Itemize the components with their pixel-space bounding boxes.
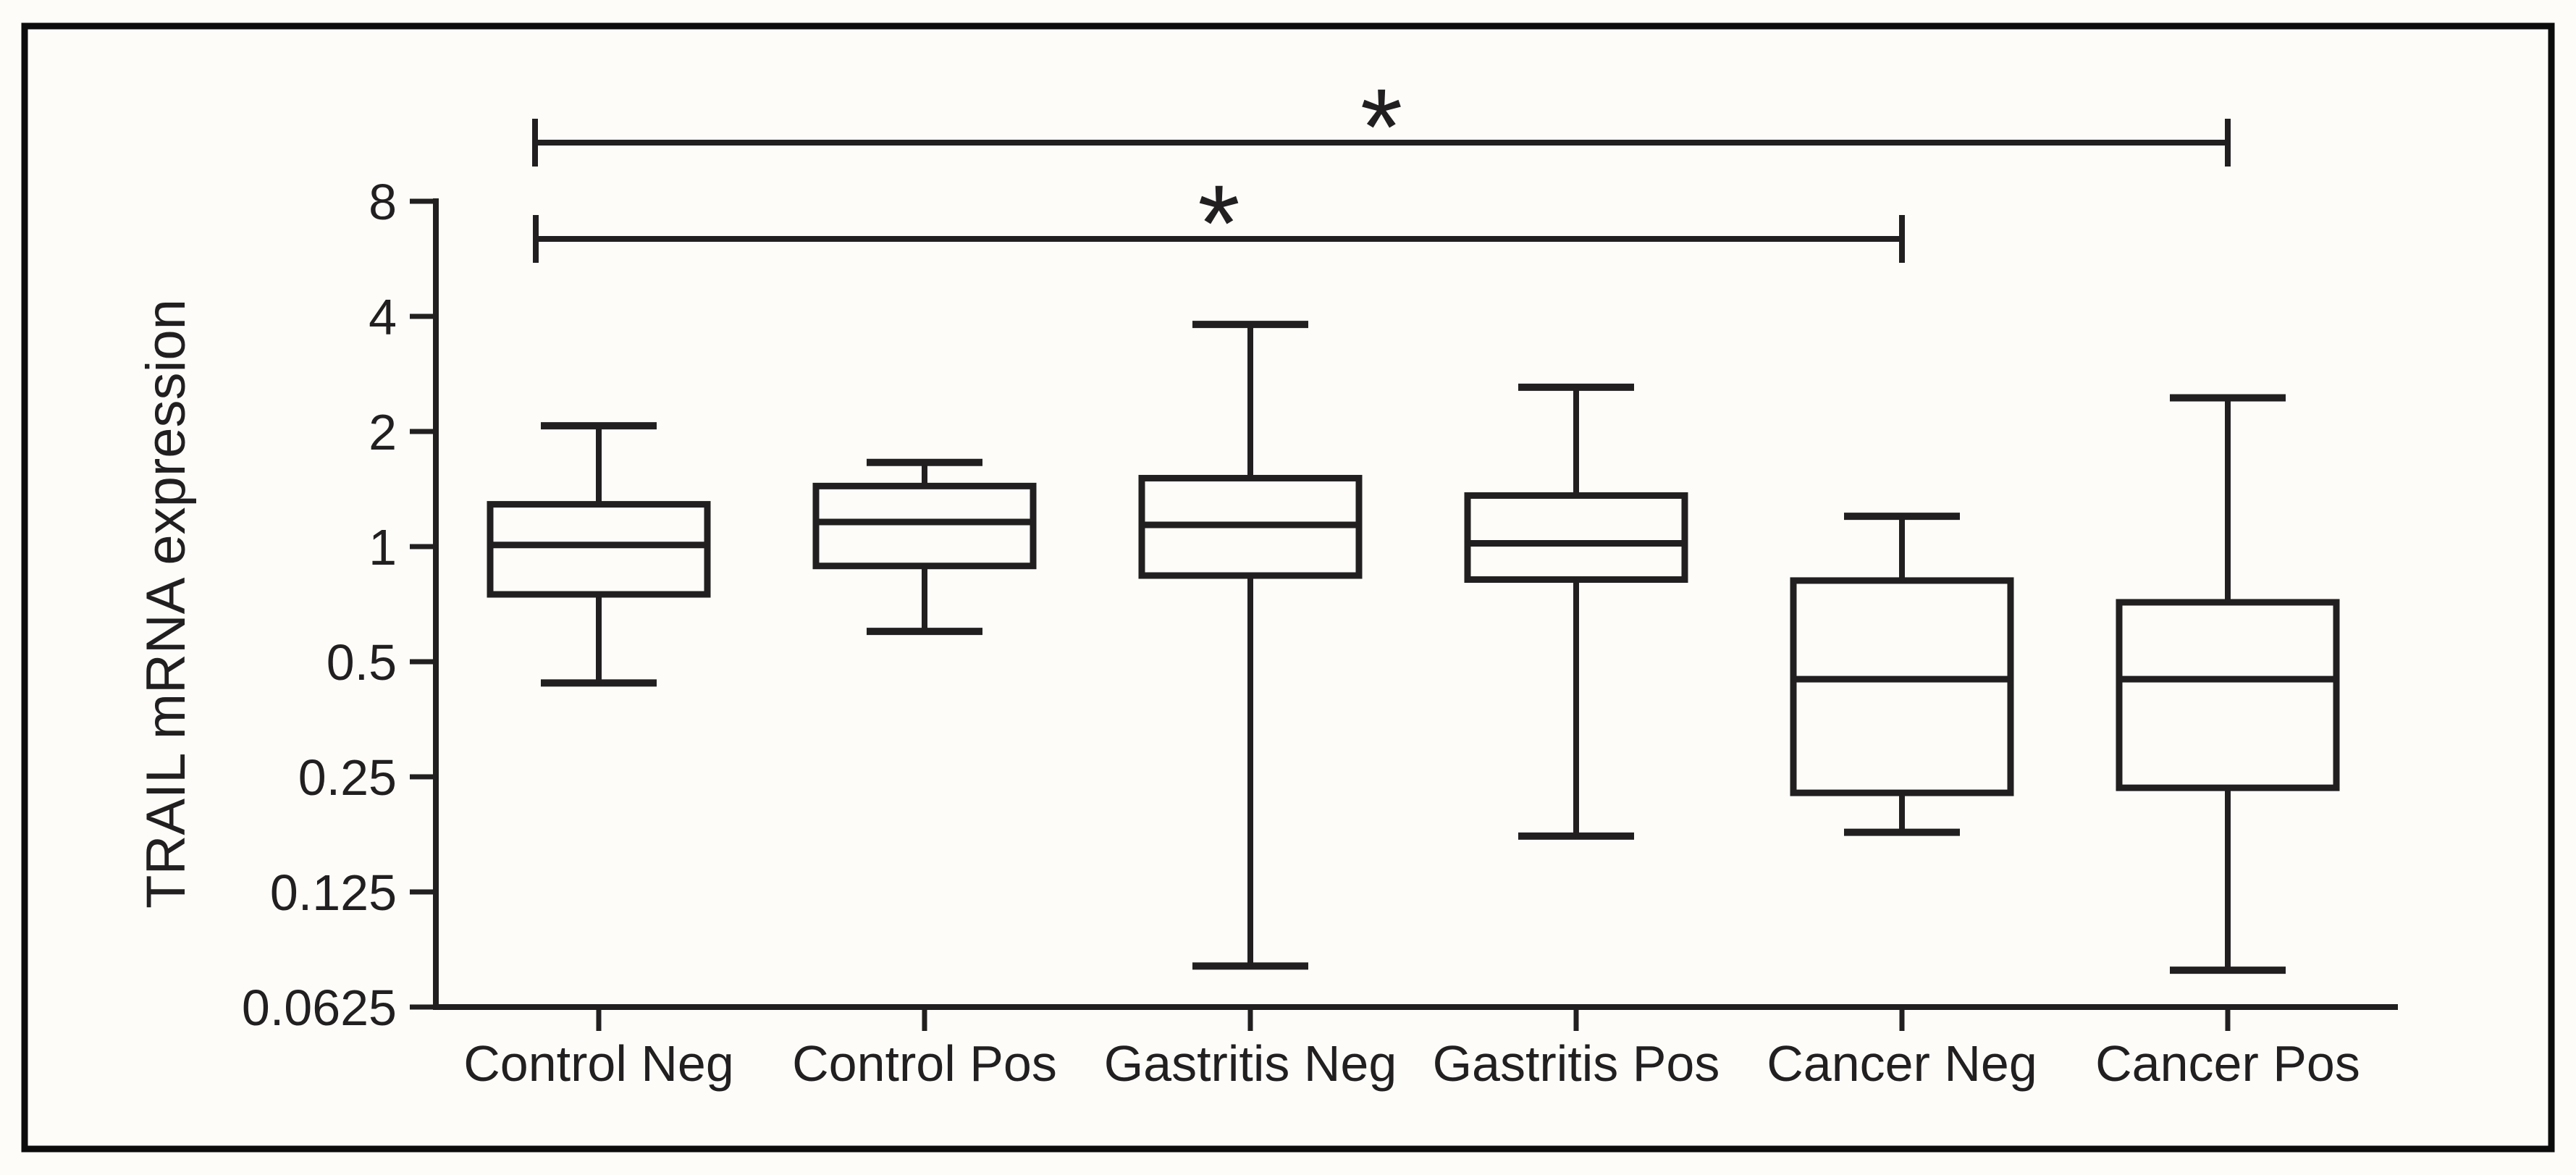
y-tick-label: 0.5 bbox=[327, 634, 397, 691]
x-category-label-cancer-neg: Cancer Neg bbox=[1767, 1035, 2037, 1092]
y-tick-label: 4 bbox=[369, 289, 397, 345]
box-gastritis-pos bbox=[1464, 383, 1688, 840]
y-tick-label: 2 bbox=[369, 404, 397, 460]
significance-asterisk: * bbox=[1360, 66, 1402, 188]
y-axis-title: TRAIL mRNA expression bbox=[135, 299, 197, 909]
box-gastritis-neg bbox=[1138, 321, 1363, 970]
x-category-label-cancer-pos: Cancer Pos bbox=[2095, 1035, 2360, 1092]
iqr-box bbox=[1464, 492, 1688, 584]
significance-bracket-control-neg-cancer-neg: * bbox=[533, 162, 1905, 284]
iqr-box bbox=[812, 482, 1037, 570]
x-category-label-control-neg: Control Neg bbox=[463, 1035, 734, 1092]
significance-brackets-layer: ** bbox=[532, 66, 2231, 284]
x-category-label-control-pos: Control Pos bbox=[792, 1035, 1057, 1092]
x-category-label-gastritis-pos: Gastritis Pos bbox=[1433, 1035, 1720, 1092]
figure-border bbox=[21, 22, 2555, 1153]
y-tick-label: 0.125 bbox=[270, 864, 397, 921]
iqr-box bbox=[1790, 577, 2014, 796]
y-axis: 8 4 2 1 0.5 0.25 0.125 0.0625 bbox=[242, 174, 439, 1036]
y-tick-label: 8 bbox=[369, 174, 397, 230]
x-axis: Control Neg Control Pos Gastritis Neg Gastr… bbox=[433, 1004, 2398, 1092]
significance-asterisk: * bbox=[1197, 162, 1239, 284]
box-control-pos bbox=[812, 458, 1037, 636]
significance-bracket-control-neg-cancer-pos: * bbox=[532, 66, 2231, 188]
boxes-layer bbox=[487, 321, 2340, 974]
box-cancer-neg bbox=[1790, 513, 2014, 836]
y-tick-label: 0.0625 bbox=[242, 980, 397, 1036]
box-cancer-pos bbox=[2116, 394, 2340, 974]
y-tick-label: 1 bbox=[369, 519, 397, 576]
y-tick-label: 0.25 bbox=[298, 749, 397, 806]
iqr-box bbox=[2116, 599, 2340, 791]
box-control-neg bbox=[487, 422, 711, 687]
iqr-box bbox=[487, 501, 711, 598]
x-category-label-gastritis-neg: Gastritis Neg bbox=[1104, 1035, 1397, 1092]
